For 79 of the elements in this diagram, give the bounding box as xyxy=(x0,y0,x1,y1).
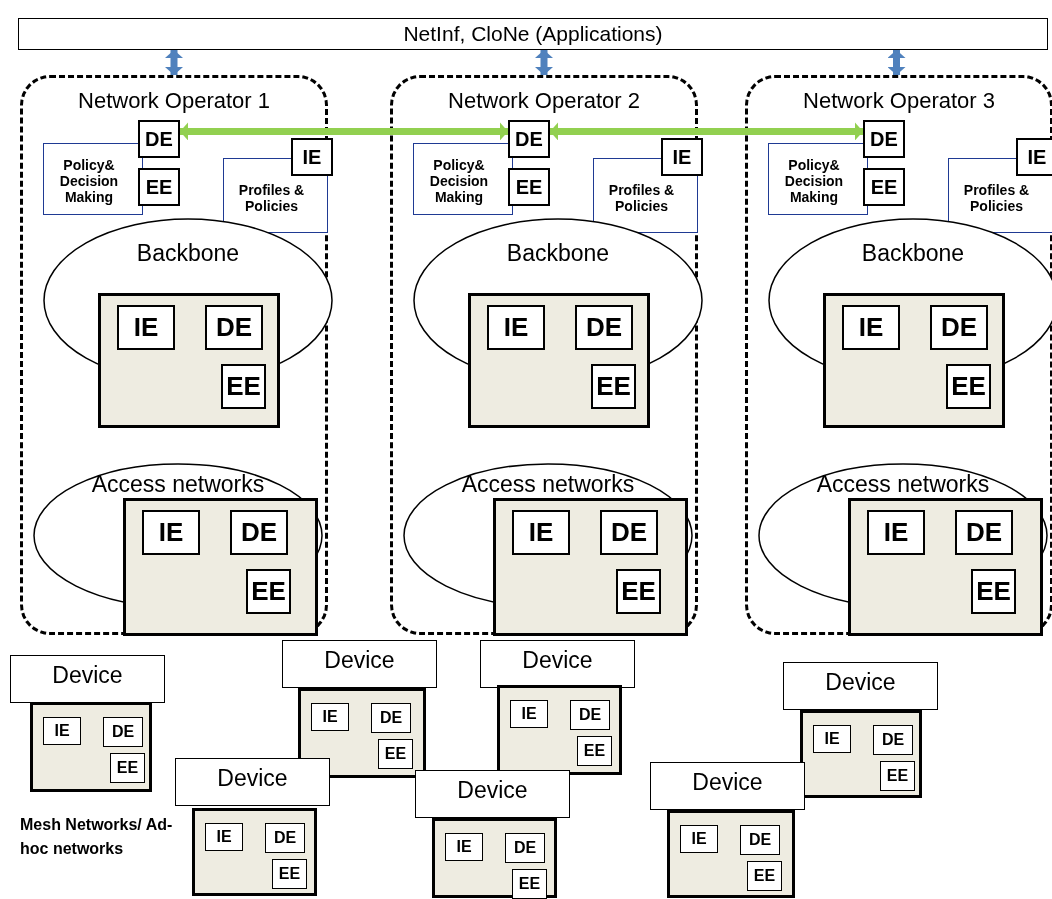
network-label: Backbone xyxy=(135,240,241,267)
entity-box: IE xyxy=(43,717,81,745)
entity-box: EE xyxy=(138,168,180,206)
entity-box: DE xyxy=(230,510,288,555)
note-text: Mesh Networks/ Ad-hoc networks xyxy=(20,815,174,859)
entity-box: IE xyxy=(487,305,545,350)
region-title: Network Operator 1 xyxy=(77,88,271,114)
device-panel xyxy=(497,685,622,775)
entity-box: IE xyxy=(661,138,703,176)
entity-box: EE xyxy=(591,364,636,409)
device-label: Device xyxy=(783,662,938,710)
entity-box: DE xyxy=(740,825,780,855)
entity-box: IE xyxy=(311,703,349,731)
entity-box: IE xyxy=(867,510,925,555)
network-label: Access networks xyxy=(90,471,266,498)
entity-box: DE xyxy=(955,510,1013,555)
policy-panel: Policy& Decision Making xyxy=(768,143,868,215)
device-panel xyxy=(432,818,557,898)
entity-box: IE xyxy=(680,825,718,853)
entity-box: EE xyxy=(577,736,612,766)
entity-box: EE xyxy=(110,753,145,783)
network-label: Backbone xyxy=(860,240,966,267)
entity-box: DE xyxy=(138,120,180,158)
entity-box: IE xyxy=(142,510,200,555)
network-label: Access networks xyxy=(460,471,636,498)
entity-box: DE xyxy=(873,725,913,755)
entity-box: DE xyxy=(930,305,988,350)
entity-box: EE xyxy=(880,761,915,791)
entity-box: IE xyxy=(842,305,900,350)
entity-box: EE xyxy=(378,739,413,769)
arrow xyxy=(550,122,863,141)
operator-region xyxy=(745,75,1052,635)
entity-box: EE xyxy=(946,364,991,409)
network-label: Backbone xyxy=(505,240,611,267)
entity-box: IE xyxy=(291,138,333,176)
entity-box: EE xyxy=(863,168,905,206)
entity-box: EE xyxy=(246,569,291,614)
entity-box: IE xyxy=(510,700,548,728)
entity-box: EE xyxy=(512,869,547,899)
entity-box: EE xyxy=(616,569,661,614)
entity-box: IE xyxy=(445,833,483,861)
entity-box: DE xyxy=(863,120,905,158)
entity-box: IE xyxy=(813,725,851,753)
policy-panel: Policy& Decision Making xyxy=(43,143,143,215)
entity-box: DE xyxy=(265,823,305,853)
device-panel xyxy=(30,702,152,792)
device-label: Device xyxy=(650,762,805,810)
policy-panel: Policy& Decision Making xyxy=(413,143,513,215)
entity-box: DE xyxy=(103,717,143,747)
device-label: Device xyxy=(282,640,437,688)
entity-box: IE xyxy=(117,305,175,350)
entity-box: IE xyxy=(512,510,570,555)
entity-box: DE xyxy=(371,703,411,733)
entity-box: EE xyxy=(221,364,266,409)
device-label: Device xyxy=(480,640,635,688)
application-bar: NetInf, CloNe (Applications) xyxy=(18,18,1048,50)
entity-box: EE xyxy=(272,859,307,889)
entity-box: IE xyxy=(1016,138,1052,176)
device-label: Device xyxy=(10,655,165,703)
region-title: Network Operator 3 xyxy=(802,88,996,114)
device-panel xyxy=(192,808,317,896)
network-label: Access networks xyxy=(815,471,991,498)
entity-box: EE xyxy=(747,861,782,891)
entity-box: DE xyxy=(575,305,633,350)
device-panel xyxy=(667,810,795,898)
entity-box: DE xyxy=(570,700,610,730)
device-panel xyxy=(298,688,426,778)
entity-box: EE xyxy=(508,168,550,206)
entity-box: DE xyxy=(508,120,550,158)
entity-box: EE xyxy=(971,569,1016,614)
entity-box: DE xyxy=(505,833,545,863)
device-panel xyxy=(800,710,922,798)
region-title: Network Operator 2 xyxy=(447,88,641,114)
device-label: Device xyxy=(415,770,570,818)
arrow xyxy=(180,122,508,141)
device-label: Device xyxy=(175,758,330,806)
entity-box: DE xyxy=(600,510,658,555)
entity-box: IE xyxy=(205,823,243,851)
entity-box: DE xyxy=(205,305,263,350)
